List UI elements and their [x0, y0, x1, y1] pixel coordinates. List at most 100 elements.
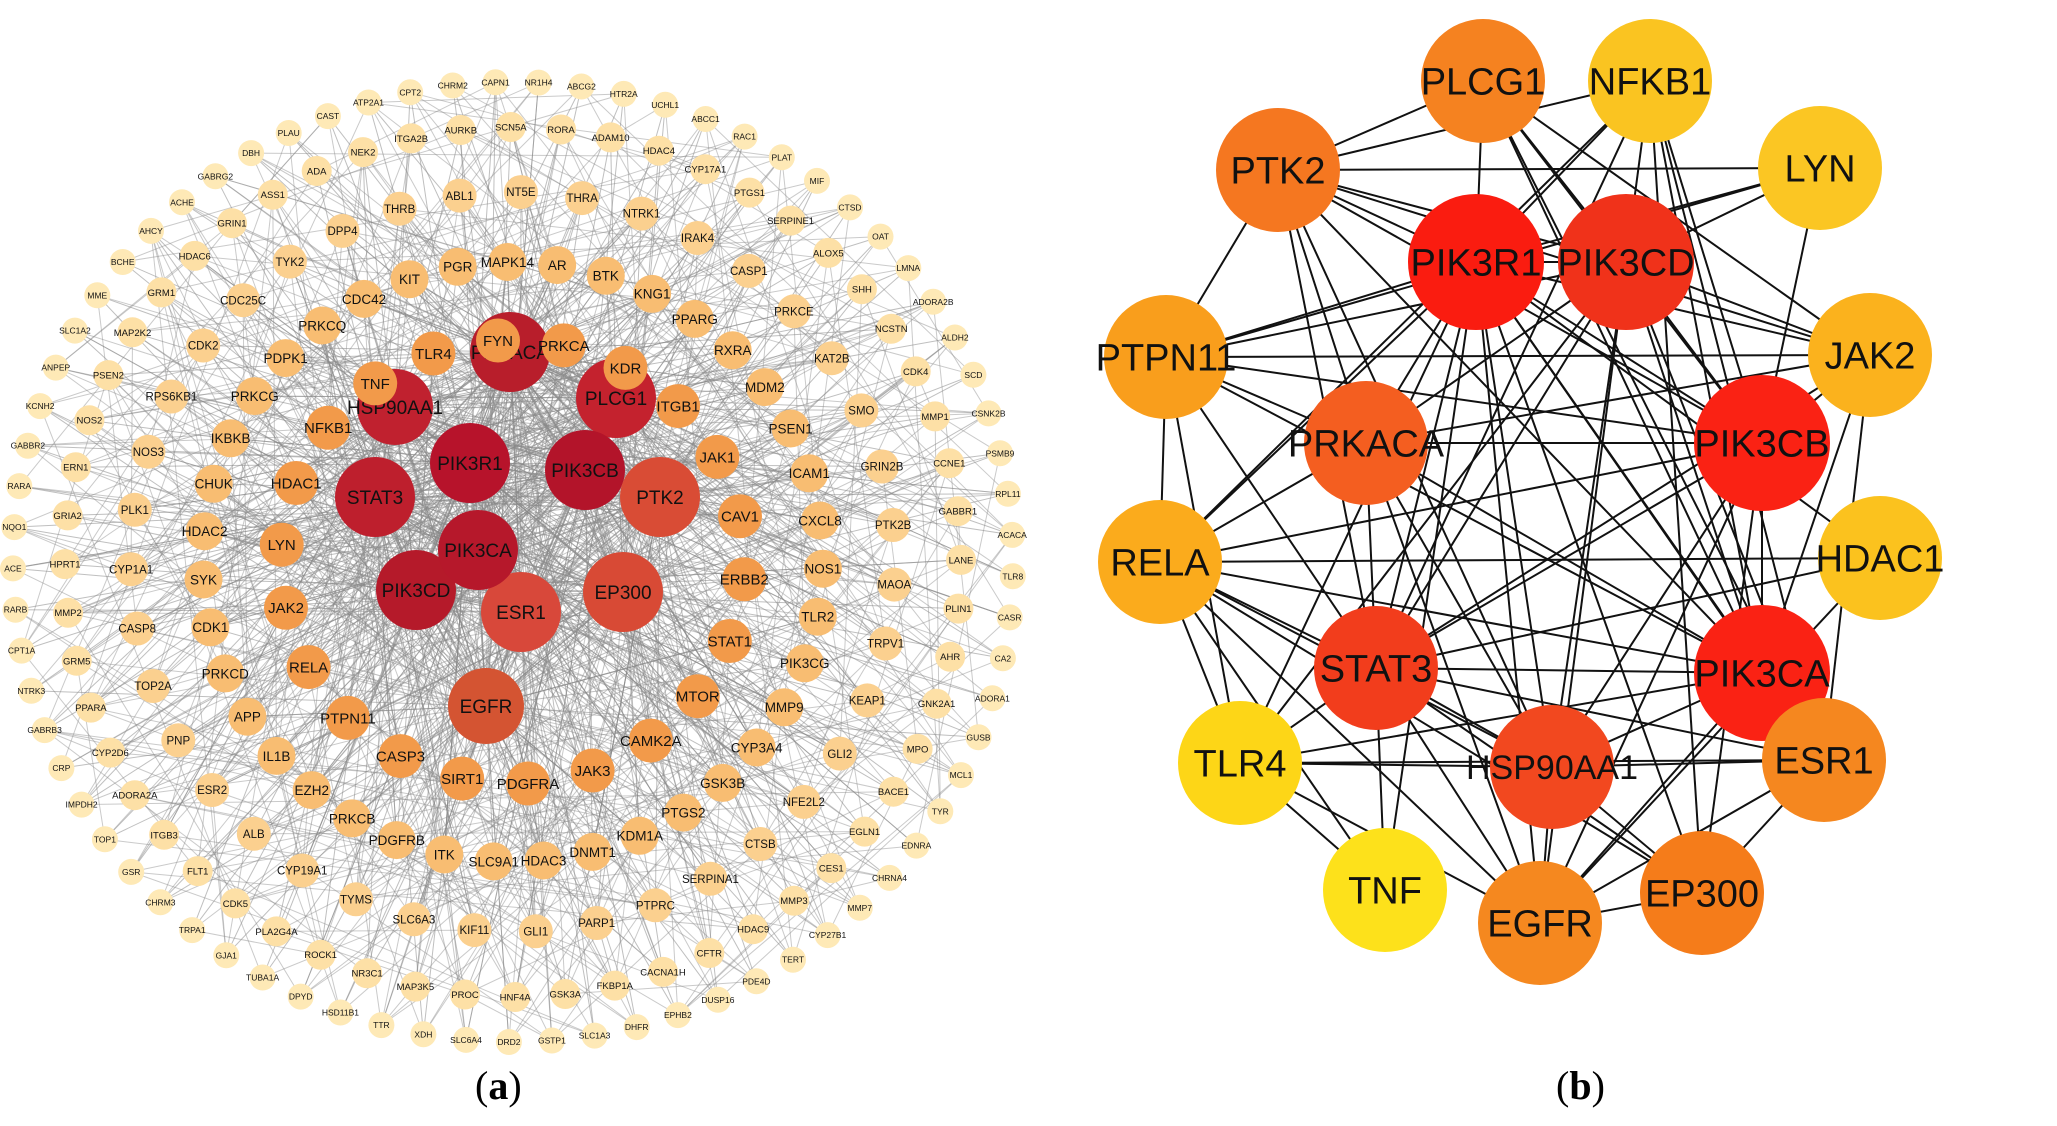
node-label: UCHL1	[651, 100, 679, 110]
node-capn1: CAPN1	[481, 69, 510, 95]
node-label: PTGS1	[734, 188, 765, 199]
node-label: FYN	[483, 333, 513, 350]
node-label: CA2	[995, 653, 1012, 663]
node-rela: RELA	[287, 645, 331, 689]
node-alb: ALB	[237, 817, 271, 851]
node-tlr4: TLR4	[411, 332, 455, 376]
node-ada: ADA	[302, 156, 332, 186]
node-rarb: RARB	[3, 597, 29, 623]
node-label: MPO	[907, 744, 929, 755]
node-label: PRKCD	[202, 666, 250, 681]
node-il1b: IL1B	[258, 737, 296, 775]
node-proc: PROC	[450, 980, 480, 1010]
node-tlr8: TLR8	[1000, 563, 1026, 589]
node-label: NCSTN	[875, 324, 908, 335]
node-label: CASP3	[376, 749, 425, 766]
node-jak2: JAK2	[1808, 293, 1932, 417]
node-kit: KIT	[391, 260, 429, 298]
node-nos3: NOS3	[131, 435, 165, 469]
node-label: CAST	[317, 111, 340, 121]
node-abl1: ABL1	[443, 179, 477, 213]
node-mmp2: MMP2	[53, 598, 83, 628]
node-label: PDPK1	[263, 351, 307, 366]
node-map3k5: MAP3K5	[397, 972, 435, 1002]
node-label: ACE	[4, 564, 22, 574]
node-chuk: CHUK	[195, 465, 233, 503]
node-label: LMNA	[896, 263, 920, 273]
node-label: NFKB1	[1589, 62, 1711, 104]
node-label: LANE	[949, 555, 974, 566]
node-pik3cb: PIK3CB	[1694, 375, 1830, 511]
node-cav1: CAV1	[718, 494, 762, 538]
node-label: MAP2K2	[114, 328, 152, 339]
node-label: CAMK2A	[620, 733, 682, 750]
node-ptpn11: PTPN11	[1096, 295, 1237, 419]
node-label: CDC42	[342, 292, 386, 307]
node-label: SHH	[852, 285, 872, 296]
node-label: CASP1	[730, 266, 768, 278]
node-label: PTK2	[636, 488, 684, 509]
node-label: GRIN1	[217, 219, 246, 230]
node-label: NR3C1	[352, 969, 383, 980]
node-nos2: NOS2	[74, 405, 104, 435]
node-label: DHFR	[625, 1022, 649, 1032]
caption-a-letter: a	[488, 1063, 508, 1108]
node-rock1: ROCK1	[304, 940, 337, 970]
node-lyn: LYN	[1758, 106, 1882, 230]
node-label: KCNH2	[26, 401, 55, 411]
node-label: TNF	[361, 376, 390, 393]
node-cpt2: CPT2	[397, 79, 423, 105]
node-label: TLR2	[801, 610, 834, 625]
node-label: PRKCQ	[298, 318, 346, 333]
node-grin2b: GRIN2B	[861, 450, 904, 484]
node-label: ROCK1	[304, 950, 337, 961]
node-plk1: PLK1	[118, 493, 152, 527]
node-label: NTRK1	[623, 209, 661, 221]
node-itgb3: ITGB3	[149, 820, 179, 850]
node-label: ITGB1	[656, 399, 699, 416]
node-label: GABRG2	[198, 171, 234, 181]
node-esr2: ESR2	[195, 773, 229, 807]
node-label: ACHE	[170, 197, 194, 207]
node-plcg1: PLCG1	[1421, 19, 1546, 143]
node-label: GSK3A	[549, 989, 581, 1000]
node-cdk1: CDK1	[191, 608, 229, 646]
node-gusb: GUSB	[966, 724, 992, 750]
node-thrb: THRB	[383, 192, 417, 226]
node-label: ASS1	[261, 190, 285, 201]
node-ces1: CES1	[816, 853, 846, 883]
node-label: APP	[234, 710, 261, 725]
node-label: IMPDH2	[66, 800, 98, 810]
panel-a-network: PRKACAPLCG1PIK3CBPTK2EP300ESR1EGFRPIK3CD…	[0, 69, 1027, 1055]
node-label: MAPK14	[481, 255, 535, 270]
node-nr1h4: NR1H4	[525, 70, 553, 96]
node-label: RORA	[547, 125, 575, 136]
node-gli2: GLI2	[823, 737, 857, 771]
node-label: SLC1A2	[59, 326, 91, 336]
node-label: HNF4A	[500, 992, 532, 1003]
node-label: PLAT	[771, 152, 792, 162]
node-label: GRM1	[148, 288, 175, 299]
node-label: HDAC1	[271, 475, 322, 492]
node-label: KIF11	[459, 925, 489, 937]
node-label: STAT1	[708, 633, 752, 650]
node-btk: BTK	[587, 257, 625, 295]
node-label: HDAC2	[182, 524, 228, 539]
network-edge	[1552, 262, 1626, 767]
node-pnp: PNP	[161, 723, 195, 757]
node-xdh: XDH	[410, 1021, 436, 1047]
node-label: ALB	[243, 829, 265, 841]
node-slc1a3: SLC1A3	[579, 1023, 611, 1049]
node-label: PTK2B	[875, 520, 912, 532]
node-label: ITK	[434, 847, 455, 862]
node-cdk2: CDK2	[186, 329, 220, 363]
node-label: JAK2	[1825, 336, 1916, 378]
network-edge	[1166, 355, 1870, 357]
node-tyk2: TYK2	[273, 245, 307, 279]
node-label: PLAU	[278, 128, 300, 138]
node-map2k2: MAP2K2	[114, 317, 152, 347]
node-mmp3: MMP3	[779, 886, 809, 916]
node-label: OAT	[872, 232, 889, 242]
node-label: STAT3	[1320, 649, 1433, 691]
node-label: ITGA2B	[394, 134, 428, 145]
